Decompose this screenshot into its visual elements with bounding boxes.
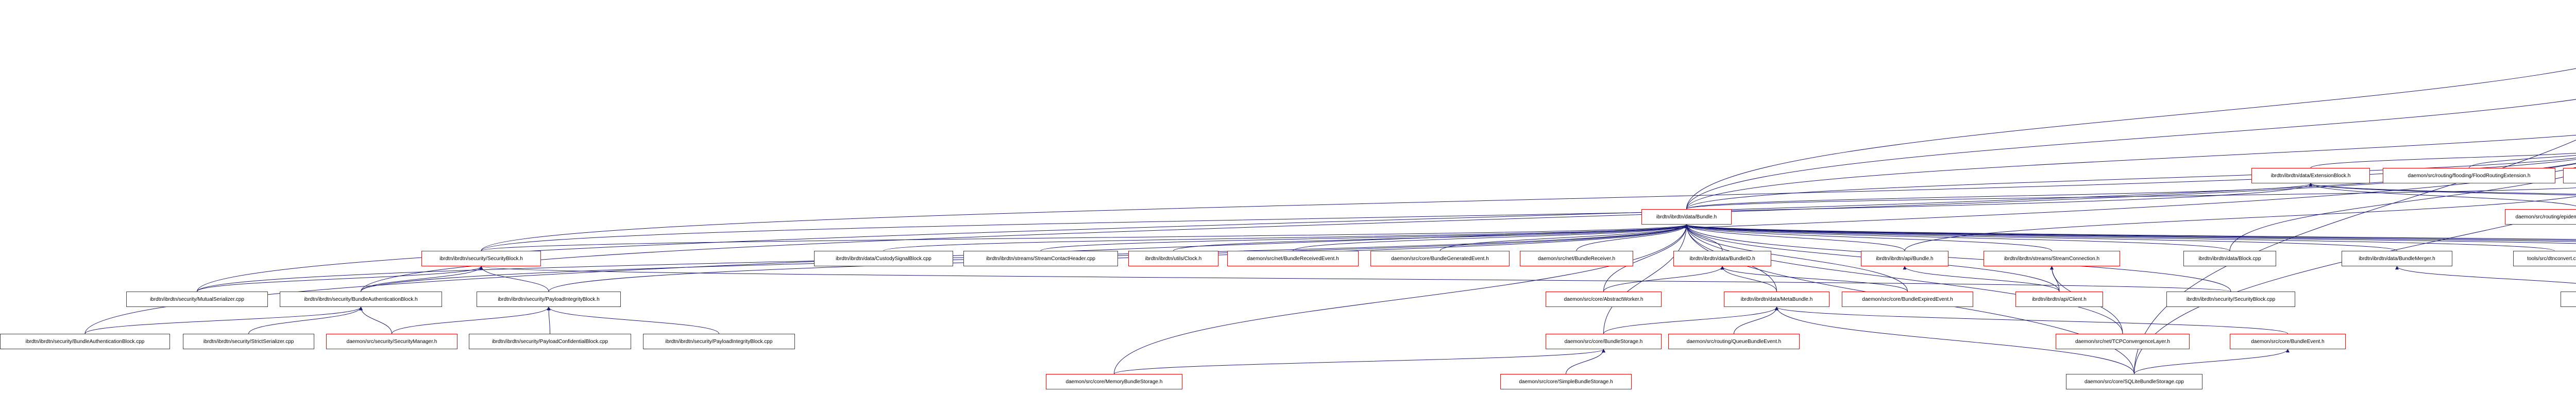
graph-node-streamhdr-cpp[interactable]: ibrdtn/ibrdtn/streams/StreamContactHeade… [963, 251, 1118, 266]
edge-pib_cpp-to-pib_h [547, 306, 719, 334]
graph-node-genevt-h[interactable]: daemon/src/core/BundleGeneratedEvent.h [1370, 251, 1510, 266]
edge-serializer_cpp-to-bundle_h [1685, 224, 2576, 241]
edge-bundle_h-to-primary_h [1686, 99, 2576, 210]
graph-node-bab-cpp[interactable]: ibrdtn/ibrdtn/security/BundleAuthenticat… [0, 334, 170, 349]
edge-bab_h-to-block_h [361, 163, 2576, 292]
edge-genevt_h-to-bundle_h [1439, 224, 1688, 251]
edge-bundle_h-to-block_h [1686, 158, 2576, 210]
edge-secblock_cpp-to-bundle_h [1685, 224, 2231, 292]
edge-sqlite_cpp-to-bevent_h [2134, 349, 2290, 374]
graph-node-dtnconvert-cpp[interactable]: tools/src/dtnconvert.cpp [2513, 251, 2576, 266]
graph-node-sqlite-cpp[interactable]: daemon/src/core/SQLiteBundleStorage.cpp [2066, 374, 2202, 389]
graph-node-mutual-cpp[interactable]: ibrdtn/ibrdtn/security/MutualSerializer.… [126, 292, 268, 307]
graph-node-clock-h[interactable]: ibrdtn/ibrdtn/utils/Clock.h [1128, 251, 1218, 266]
edge-apibundle_h-to-bundle_h [1685, 224, 1905, 251]
graph-node-meta-h[interactable]: ibrdtn/ibrdtn/data/MetaBundle.h [1724, 292, 1829, 307]
graph-node-secblock-h[interactable]: ibrdtn/ibrdtn/security/SecurityBlock.h [421, 251, 541, 266]
graph-node-recvevt-h[interactable]: daemon/src/net/BundleReceivedEvent.h [1227, 251, 1359, 266]
edge-extsec_cpp-to-bundle_h [1685, 224, 2576, 244]
edge-sqlite_cpp-to-meta_h [1775, 306, 2134, 374]
edge-secmgr_h-to-bab_h [359, 306, 392, 334]
edge-bab_cpp-to-bab_h [84, 306, 363, 334]
edge-block_cpp-to-block_h [2229, 173, 2576, 251]
edge-secblock_h-to-ext_h [481, 183, 2313, 251]
edge-streamconn_h-to-bundle_h [1685, 224, 2052, 251]
edge-strict_cpp-to-bab_h [248, 306, 363, 334]
edge-secblock_h-to-block_h [481, 159, 2576, 251]
graph-node-payload-h[interactable]: ibrdtn/ibrdtn/data/PayloadBlock.h [2563, 168, 2576, 183]
edge-secblock_cpp-to-secblock_h [480, 266, 2231, 292]
edge-bundle_h-to-ext_h [1686, 183, 2313, 210]
graph-node-bundle-h[interactable]: ibrdtn/ibrdtn/data/Bundle.h [1641, 209, 1732, 225]
edge-flood_h-to-block_h [2469, 155, 2576, 168]
edges-layer [84, 68, 2576, 374]
edge-memstore_h-to-bundle_h [1114, 224, 1688, 374]
graph-node-strict-cpp[interactable]: ibrdtn/ibrdtn/security/StrictSerializer.… [183, 334, 314, 349]
graph-node-pib-h[interactable]: ibrdtn/ibrdtn/security/PayloadIntegrityB… [477, 292, 621, 307]
graph-node-pib-cpp[interactable]: ibrdtn/ibrdtn/security/PayloadIntegrityB… [643, 334, 795, 349]
graph-node-merger-cpp[interactable]: ibrdtn/ibrdtn/data/BundleMerger.cpp [2561, 292, 2576, 307]
edge-bevent_h-to-meta_h [1775, 306, 2288, 334]
edge-bundle_h-to-serializer_h [1686, 134, 2576, 210]
graph-node-flood-h[interactable]: daemon/src/routing/flooding/FloodRouting… [2383, 168, 2555, 183]
graph-node-apibundle-h[interactable]: ibrdtn/ibrdtn/api/Bundle.h [1861, 251, 1948, 266]
graph-node-receiver-h[interactable]: daemon/src/net/BundleReceiver.h [1520, 251, 1633, 266]
edge-dtnconvert_cpp-to-bundle_h [1685, 224, 2555, 251]
graph-node-storage-h[interactable]: daemon/src/core/BundleStorage.h [1546, 334, 1662, 349]
edge-status_h-to-ext_h [2309, 183, 2576, 196]
edge-secblock_h-to-bundle_h [481, 224, 1688, 251]
edge-storage_h-to-meta_h [1603, 306, 1778, 334]
edge-simplestore_h-to-storage_h [1566, 349, 1605, 374]
edge-streamhdr_cpp-to-bundle_h [1040, 224, 1688, 251]
edge-recvevt_h-to-bundle_h [1293, 224, 1688, 251]
edge-pcb_cpp-to-pib_h [547, 306, 551, 334]
edge-merger_h-to-bundle_h [1685, 224, 2397, 251]
edge-queue_h-to-meta_h [1734, 306, 1778, 334]
edge-receiver_h-to-bundle_h [1576, 224, 1688, 251]
edge-tcpcl_h-to-bundle_h [1685, 224, 2123, 334]
edge-storage_h-to-bundle_h [1603, 224, 1688, 334]
graph-node-block-cpp[interactable]: ibrdtn/ibrdtn/data/Block.cpp [2183, 251, 2276, 266]
graph-node-bevent-h[interactable]: daemon/src/core/BundleEvent.h [2230, 334, 2346, 349]
edge-pib_h-to-secblock_h [479, 266, 549, 292]
graph-node-custody-cpp[interactable]: ibrdtn/ibrdtn/data/CustodySignalBlock.cp… [814, 251, 953, 266]
edge-block_cpp-to-bundle_h [1685, 224, 2230, 251]
edge-memstore_h-to-storage_h [1114, 349, 1605, 374]
edge-meta_h-to-bundleid_h [1720, 266, 1777, 292]
graph-node-memstore-h[interactable]: daemon/src/core/MemoryBundleStorage.h [1046, 374, 1182, 389]
edge-expired_h-to-bundle_h [1685, 224, 1908, 292]
graph-node-pcb-cpp[interactable]: ibrdtn/ibrdtn/security/PayloadConfidenti… [469, 334, 631, 349]
edge-apibundle_h-to-payload_h [1904, 196, 2576, 251]
edge-ext_h-to-block_h [2310, 152, 2576, 168]
edge-sqlite_cpp-to-serializer_h [2134, 209, 2576, 374]
graph-node-simplestore-h[interactable]: daemon/src/core/SimpleBundleStorage.h [1500, 374, 1632, 389]
edge-epidemic_h-to-ext_h [2309, 183, 2576, 207]
edge-client_h-to-apibundle_h [1903, 266, 2060, 292]
edge-bundle_h-to-dict_h [1686, 68, 2576, 210]
edge-age_h-to-ext_h [2309, 183, 2576, 195]
graph-node-secblock-cpp[interactable]: ibrdtn/ibrdtn/security/SecurityBlock.cpp [2166, 292, 2295, 307]
graph-node-secmgr-h[interactable]: daemon/src/security/SecurityManager.h [326, 334, 457, 349]
graph-node-streamconn-h[interactable]: ibrdtn/ibrdtn/streams/StreamConnection.h [1984, 251, 2120, 266]
graph-node-bundleid-h[interactable]: ibrdtn/ibrdtn/data/BundleID.h [1673, 251, 1771, 266]
edge-merger_cpp-to-merger_h [2395, 266, 2576, 284]
graph-node-worker-h[interactable]: daemon/src/core/AbstractWorker.h [1546, 292, 1662, 307]
graph-node-expired-h[interactable]: daemon/src/core/BundleExpiredEvent.h [1842, 292, 1973, 307]
edge-mutual_cpp-to-secblock_h [197, 266, 483, 292]
edge-utils_h-to-bundle_h [1685, 224, 2576, 242]
graph-node-ext-h[interactable]: ibrdtn/ibrdtn/data/ExtensionBlock.h [2251, 168, 2370, 183]
edge-worker_h-to-bundle_h [1603, 224, 1688, 292]
edge-bundle_cpp-to-bundle_h [1685, 224, 2576, 240]
edge-expired_h-to-bundleid_h [1720, 266, 1908, 292]
edge-worker_h-to-bundleid_h [1603, 266, 1724, 292]
graph-node-tcpcl-h[interactable]: daemon/src/net/TCPConvergenceLayer.h [2056, 334, 2190, 349]
edge-secmgr_h-to-pib_h [392, 306, 551, 334]
graph-node-merger-h[interactable]: ibrdtn/ibrdtn/data/BundleMerger.h [2342, 251, 2452, 266]
edge-bab_h-to-secblock_h [361, 266, 483, 292]
graph-node-bab-h[interactable]: ibrdtn/ibrdtn/security/BundleAuthenticat… [280, 292, 442, 307]
edge-bundle_h-to-payload_h [1686, 187, 2576, 210]
graph-node-queue-h[interactable]: daemon/src/routing/QueueBundleEvent.h [1668, 334, 1800, 349]
graph-node-epidemic-h[interactable]: daemon/src/routing/epidemic/EpidemicRout… [2505, 209, 2576, 225]
graph-node-client-h[interactable]: ibrdtn/ibrdtn/api/Client.h [2015, 292, 2103, 307]
